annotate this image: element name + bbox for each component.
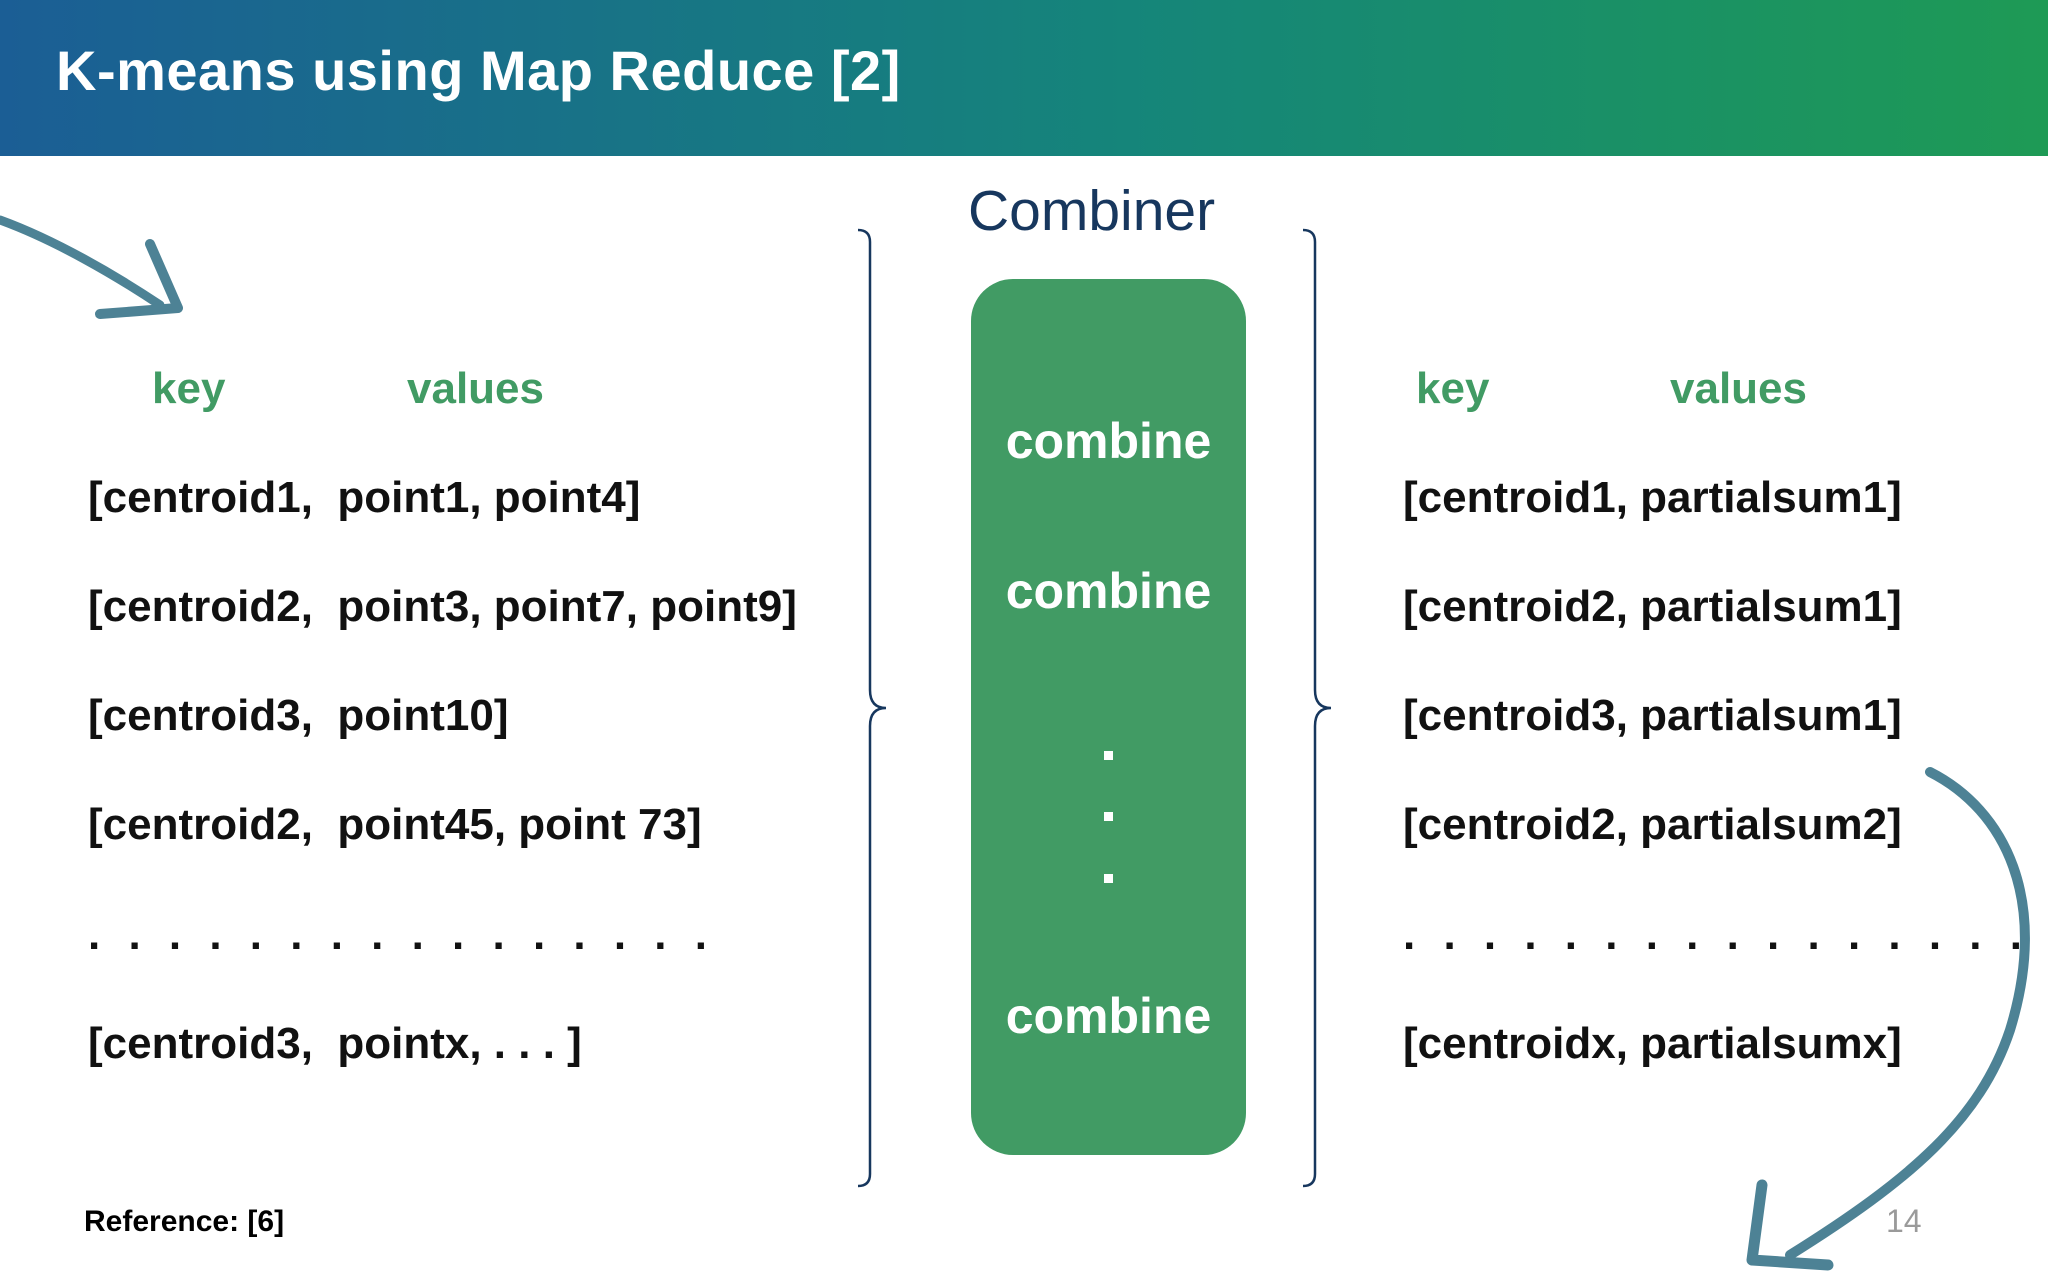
- combine-label: combine: [1005, 563, 1212, 619]
- reference-note: Reference: [6]: [84, 1205, 284, 1239]
- left-row: [centroid2, point45, point 73]: [88, 800, 702, 849]
- left-values-header: values: [407, 364, 544, 413]
- title-bar: K-means using Map Reduce [2]: [0, 0, 2048, 156]
- right-ellipsis: . . . . . . . . . . . . . . . .: [1403, 910, 2030, 959]
- combine-label: combine: [1005, 988, 1212, 1044]
- reference-label: Reference:: [84, 1205, 240, 1238]
- ellipsis-dot: [1104, 812, 1113, 821]
- left-key-header: key: [152, 364, 226, 413]
- reference-value: [6]: [247, 1205, 285, 1238]
- right-row: [centroid2, partialsum2]: [1403, 800, 1902, 849]
- right-row: [centroid1, partialsum1]: [1403, 473, 1902, 522]
- right-row: [centroid2, partialsum1]: [1403, 582, 1902, 631]
- ellipsis-dot: [1104, 874, 1113, 883]
- left-row: [centroid1, point1, point4]: [88, 473, 641, 522]
- right-row: [centroidx, partialsumx]: [1403, 1019, 1902, 1068]
- combiner-box: combine combine combine: [971, 279, 1246, 1155]
- right-values-header: values: [1670, 364, 1807, 413]
- left-brace: [857, 228, 887, 1188]
- left-ellipsis: . . . . . . . . . . . . . . . .: [88, 910, 715, 959]
- left-row: [centroid3, pointx, . . . ]: [88, 1019, 582, 1068]
- right-row: [centroid3, partialsum1]: [1403, 691, 1902, 740]
- left-row: [centroid2, point3, point7, point9]: [88, 582, 797, 631]
- right-key-header: key: [1416, 364, 1490, 413]
- page-number: 14: [1886, 1203, 1922, 1239]
- arrow-out-icon: [1746, 767, 2030, 1271]
- arrow-in-icon: [0, 215, 183, 319]
- ellipsis-dot: [1104, 751, 1113, 760]
- slide-title: K-means using Map Reduce [2]: [56, 39, 901, 102]
- combiner-title: Combiner: [968, 179, 1216, 243]
- left-row: [centroid3, point10]: [88, 691, 509, 740]
- combine-label: combine: [1005, 413, 1212, 469]
- right-brace: [1302, 228, 1332, 1188]
